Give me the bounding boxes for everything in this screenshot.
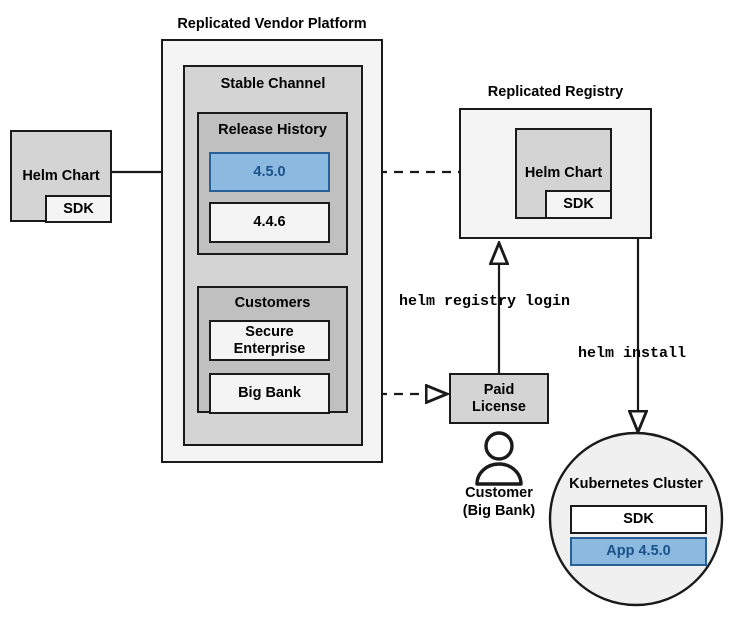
customer-actor-name-line2: (Big Bank)	[462, 503, 536, 519]
customer-item-secure-enterprise[interactable]: Secure Enterprise	[209, 320, 330, 361]
customer-name-label: Secure Enterprise	[233, 323, 306, 357]
customer-item-big-bank[interactable]: Big Bank	[209, 373, 330, 414]
command-helm-registry-login: helm registry login	[399, 293, 571, 310]
registry-sdk-label: SDK	[563, 196, 594, 213]
cluster-component-label: SDK	[623, 511, 654, 528]
person-icon	[475, 431, 523, 486]
registry-sdk-box: SDK	[545, 190, 612, 219]
kubernetes-cluster-title: Kubernetes Cluster	[569, 476, 703, 492]
registry-helm-chart-label: Helm Chart	[524, 165, 603, 182]
release-version-label: 4.4.6	[253, 214, 286, 231]
registry-title: Replicated Registry	[487, 84, 624, 100]
vendor-platform-title: Replicated Vendor Platform	[177, 16, 367, 32]
paid-license-label: Paid License	[472, 381, 526, 415]
customer-name-label: Big Bank	[238, 385, 301, 402]
release-history-title: Release History	[218, 122, 327, 138]
cluster-component-label: App 4.5.0	[606, 543, 671, 560]
customers-title: Customers	[234, 295, 311, 311]
cluster-component-app: App 4.5.0	[570, 537, 707, 566]
release-item-4-4-6[interactable]: 4.4.6	[209, 202, 330, 243]
release-version-label: 4.5.0	[253, 163, 286, 180]
source-sdk-box: SDK	[45, 195, 112, 223]
paid-license-box: Paid License	[449, 373, 549, 424]
customer-actor-name-line1: Customer	[465, 485, 533, 501]
stable-channel-title: Stable Channel	[220, 76, 326, 92]
release-item-4-5-0[interactable]: 4.5.0	[209, 152, 330, 192]
command-helm-install: helm install	[578, 345, 687, 362]
source-sdk-label: SDK	[63, 200, 94, 217]
source-helm-chart-label: Helm Chart	[22, 167, 100, 184]
cluster-component-sdk: SDK	[570, 505, 707, 534]
